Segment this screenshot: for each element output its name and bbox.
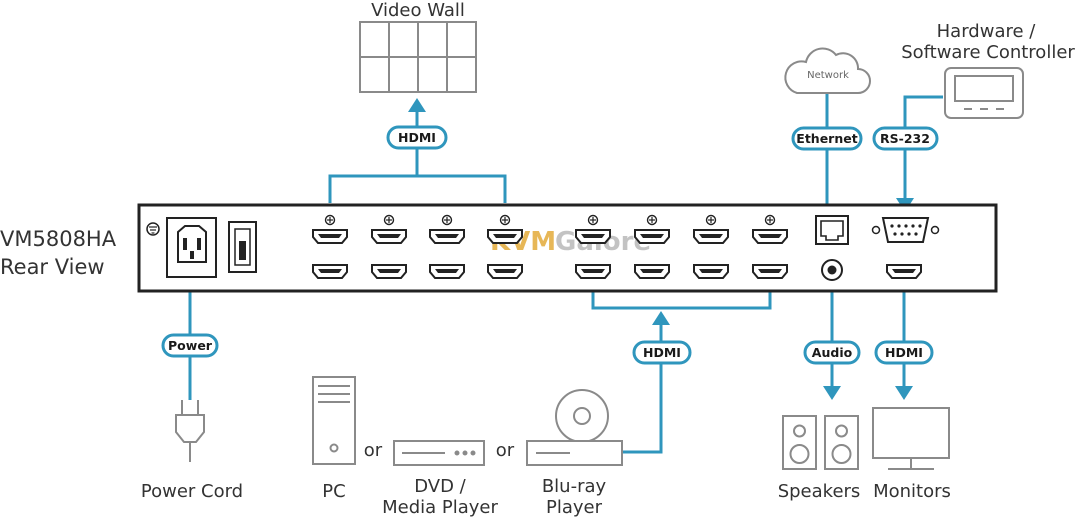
power-socket-icon — [166, 217, 217, 278]
svg-text:Audio: Audio — [812, 345, 853, 360]
controller-label-2: Software Controller — [901, 42, 1075, 63]
hdmi-port-icon — [487, 229, 523, 244]
power-cord-label: Power Cord — [141, 481, 243, 502]
monitor-icon — [872, 407, 950, 470]
bluray-player-icon — [526, 389, 623, 466]
hdmi-port-icon — [429, 264, 465, 279]
dvd-label-1: DVD / — [414, 476, 466, 497]
hdmi-port-icon — [487, 264, 523, 279]
or-label: or — [496, 440, 515, 461]
hdmi-port-icon — [575, 229, 611, 244]
hdmi-port-icon — [575, 264, 611, 279]
port-screw-icon — [499, 214, 511, 226]
svg-text:HDMI: HDMI — [398, 130, 436, 145]
model-label: VM5808HA — [0, 227, 117, 251]
hdmi-port-icon — [693, 264, 729, 279]
hdmi-port-icon — [886, 264, 922, 279]
controller-icon — [944, 67, 1024, 119]
hdmi-port-icon — [752, 264, 788, 279]
hdmi-port-icon — [371, 264, 407, 279]
pill-sources-hdmi: HDMI — [632, 340, 692, 365]
power-switch-icon — [228, 221, 257, 273]
svg-text:Ethernet: Ethernet — [796, 131, 857, 146]
port-screw-icon — [324, 214, 336, 226]
pill-video-wall-hdmi: HDMI — [386, 125, 448, 150]
port-screw-icon — [383, 214, 395, 226]
speakers-label: Speakers — [778, 481, 861, 502]
rs232-port-icon — [871, 217, 940, 243]
port-screw-icon — [646, 214, 658, 226]
hdmi-port-icon — [429, 229, 465, 244]
hdmi-port-icon — [312, 264, 348, 279]
power-plug-icon — [175, 400, 205, 462]
pill-audio: Audio — [803, 340, 861, 365]
ethernet-port-icon — [815, 215, 849, 245]
video-wall-label: Video Wall — [371, 0, 465, 21]
svg-text:HDMI: HDMI — [885, 345, 923, 360]
hdmi-port-icon — [752, 229, 788, 244]
svg-text:HDMI: HDMI — [643, 345, 681, 360]
port-screw-icon — [587, 214, 599, 226]
hdmi-port-icon — [312, 229, 348, 244]
bluray-label-1: Blu-ray — [542, 476, 607, 497]
speakers-icon — [782, 415, 859, 470]
port-screw-icon — [705, 214, 717, 226]
pc-label: PC — [322, 481, 345, 502]
monitors-label: Monitors — [873, 481, 951, 502]
audio-jack-icon — [821, 259, 843, 281]
video-wall-icon — [359, 21, 477, 93]
view-label: Rear View — [0, 255, 105, 279]
hdmi-port-icon — [371, 229, 407, 244]
ground-icon — [146, 222, 160, 236]
controller-label-1: Hardware / — [937, 21, 1037, 42]
network-label: Network — [807, 70, 849, 81]
port-screw-icon — [441, 214, 453, 226]
port-screw-icon — [764, 214, 776, 226]
pill-monitors-hdmi: HDMI — [874, 340, 934, 365]
svg-text:RS-232: RS-232 — [880, 131, 930, 146]
hdmi-port-icon — [634, 229, 670, 244]
dvd-label-2: Media Player — [382, 497, 498, 518]
dvd-player-icon — [393, 440, 485, 466]
cloud-icon: Network — [784, 47, 871, 94]
or-label: or — [364, 440, 383, 461]
svg-text:Power: Power — [168, 338, 213, 353]
bluray-label-2: Player — [546, 497, 603, 518]
hdmi-port-icon — [693, 229, 729, 244]
pill-ethernet: Ethernet — [791, 126, 863, 151]
pc-tower-icon — [312, 376, 356, 465]
pill-power: Power — [161, 333, 219, 358]
hdmi-port-icon — [634, 264, 670, 279]
pill-rs232: RS-232 — [872, 126, 939, 151]
rear-panel: KVM Galore — [137, 203, 998, 293]
